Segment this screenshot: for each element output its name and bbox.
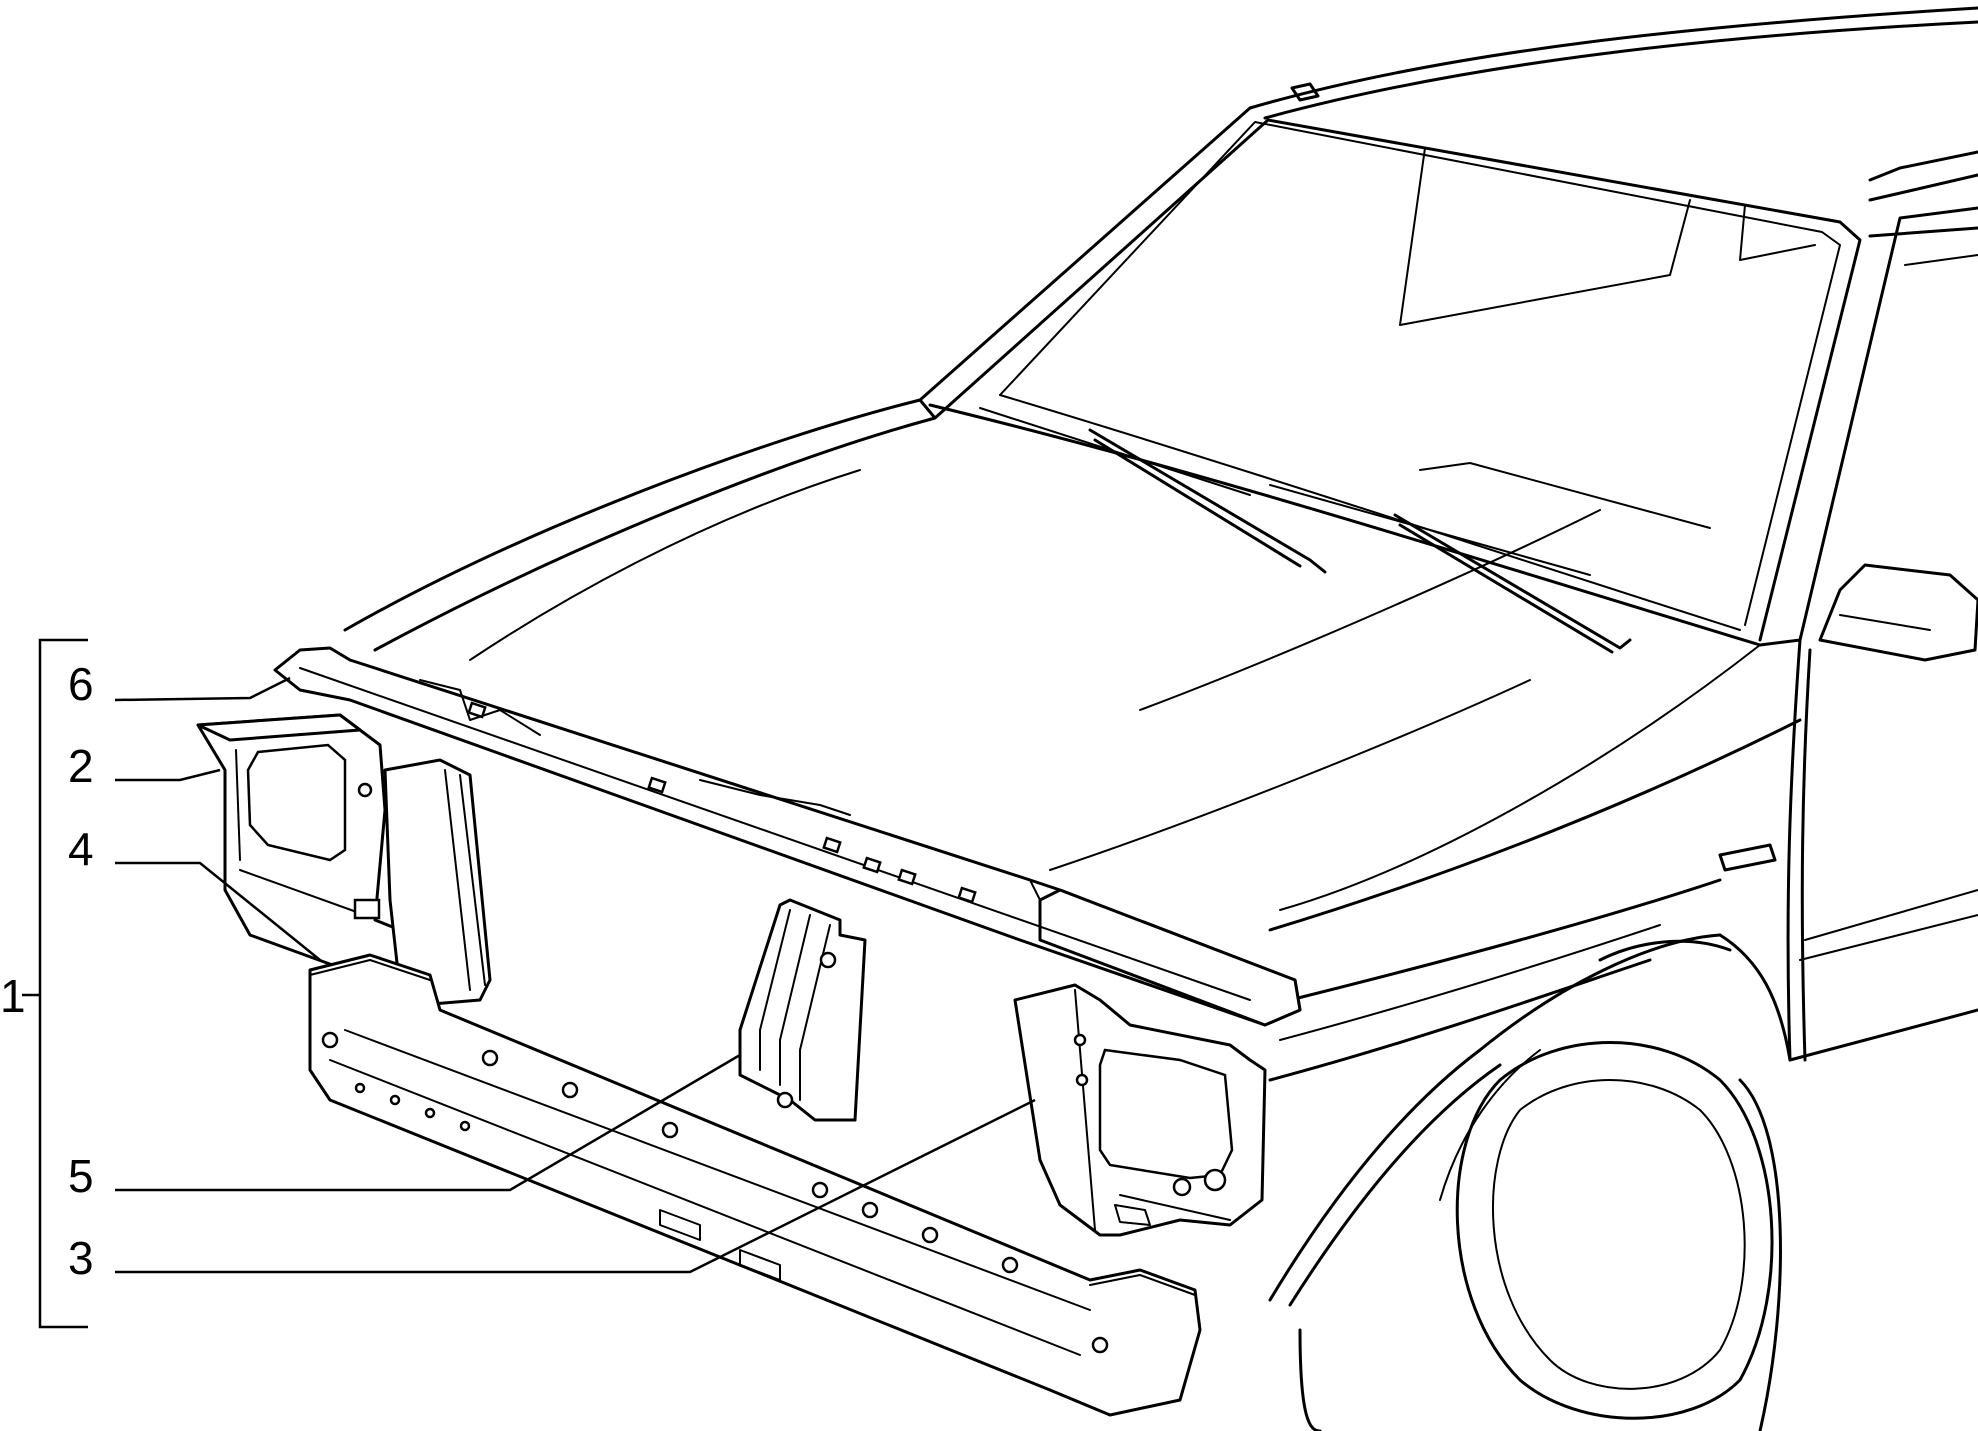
- upper-crossmember-part-6: [273, 646, 1302, 1027]
- callout-6: 6: [68, 658, 94, 710]
- callout-2: 2: [68, 740, 94, 792]
- callout-4: 4: [68, 823, 94, 875]
- right-headlamp-panel-part-3: [1013, 983, 1267, 1237]
- callout-labels: 1 6 2 4 5 3: [0, 658, 94, 1284]
- callout-1: 1: [0, 970, 26, 1022]
- car-body-outline: [343, 6, 1978, 1431]
- callout-5: 5: [68, 1150, 94, 1202]
- left-vertical-member-part-4: [383, 758, 492, 1007]
- center-bracket-part-5: [738, 898, 867, 1122]
- left-headlamp-panel-part-2: [196, 713, 412, 987]
- lower-crossmember: [308, 953, 1202, 1417]
- callout-3: 3: [68, 1232, 94, 1284]
- leader-lines: [22, 638, 1036, 1329]
